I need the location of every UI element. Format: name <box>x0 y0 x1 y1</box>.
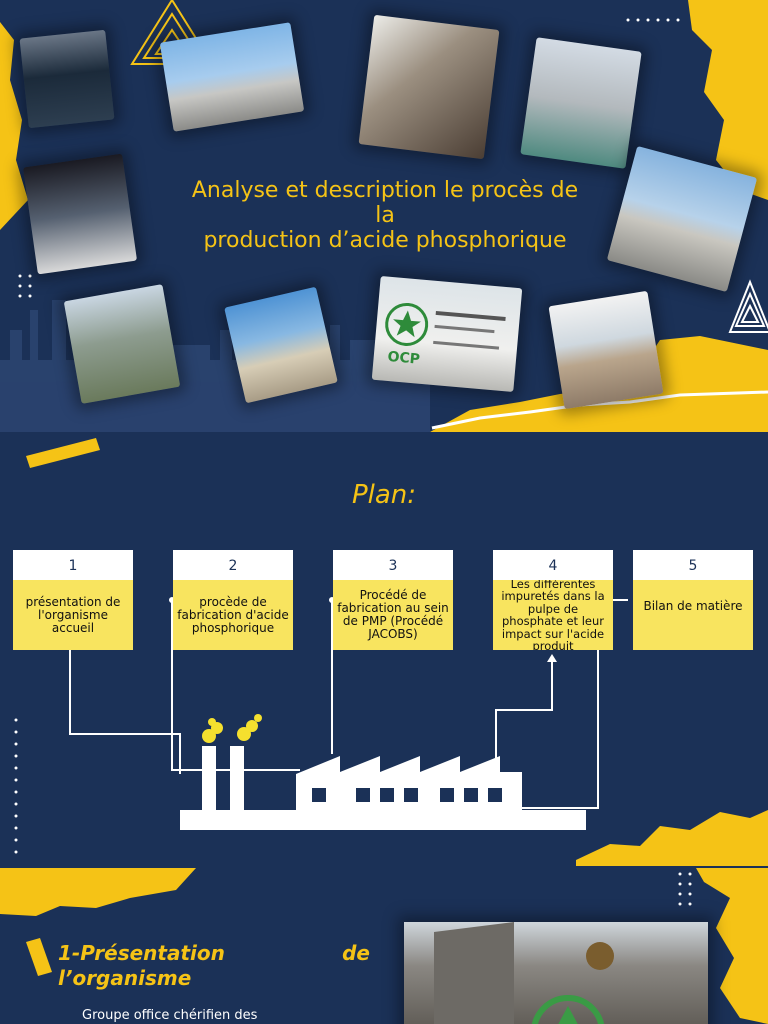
plan-item-3: 3 Procédé de fabrication au sein de PMP … <box>333 550 453 650</box>
plan-item-label: Bilan de matière <box>633 580 753 650</box>
ocp-logo-icon: OCP <box>385 302 506 368</box>
plan-slide: Plan: 1 présentation de l'organisme accu… <box>0 434 768 866</box>
photo-pipes <box>22 153 138 275</box>
plan-item-4: 4 Les différentes impuretés dans la pulp… <box>493 550 613 650</box>
plan-item-label: présentation de l'organisme accueil <box>13 580 133 650</box>
organisation-slide: 1-Présentation de l’organisme Groupe off… <box>0 868 768 1024</box>
plan-item-number: 5 <box>633 550 753 580</box>
plan-item-1: 1 présentation de l'organisme accueil <box>13 550 133 650</box>
title-slide: OCP Analyse et description le procès de … <box>0 0 768 432</box>
section-title-line-1: 1-Présentation de <box>58 940 370 966</box>
plan-item-number: 1 <box>13 550 133 580</box>
connector-lines <box>69 599 628 809</box>
factory-icon <box>180 714 586 830</box>
plan-item-number: 4 <box>493 550 613 580</box>
photo-ocp-headquarters <box>404 922 708 1024</box>
plan-item-label: Les différentes impuretés dans la pulpe … <box>493 580 613 650</box>
section-title-part-2: de <box>342 941 370 965</box>
presentation-title: Analyse et description le procès de la p… <box>150 178 620 253</box>
photo-ocp-sign: OCP <box>371 276 523 392</box>
title-line-3: production d’acide phosphorique <box>203 228 567 253</box>
title-line-2: la <box>375 203 395 228</box>
plan-item-number: 3 <box>333 550 453 580</box>
photo-plant-aerial <box>63 284 181 404</box>
section-body-text: Groupe office chérifien des <box>82 1008 258 1023</box>
slide2-decoration <box>14 438 768 866</box>
plan-item-5: 5 Bilan de matière <box>633 550 753 650</box>
section-title-line-2: l’organisme <box>58 966 192 990</box>
title-line-1: Analyse et description le procès de <box>191 178 579 203</box>
plan-title: Plan: <box>351 480 417 510</box>
plan-item-number: 2 <box>173 550 293 580</box>
photo-industrial-interior <box>358 14 500 160</box>
plan-item-label: Procédé de fabrication au sein de PMP (P… <box>333 580 453 650</box>
section-title-part-1: 1-Présentation <box>58 941 225 965</box>
ocp-emblem-icon <box>434 922 614 1024</box>
photo-office-building <box>548 290 664 410</box>
slide3-decoration <box>0 868 768 1024</box>
plan-item-2: 2 procède de fabrication d'acide phospho… <box>173 550 293 650</box>
photo-control-room <box>19 29 115 129</box>
photo-plant-water <box>520 37 642 169</box>
plan-item-label: procède de fabrication d'acide phosphori… <box>173 580 293 650</box>
ocp-logo-text: OCP <box>387 349 421 368</box>
